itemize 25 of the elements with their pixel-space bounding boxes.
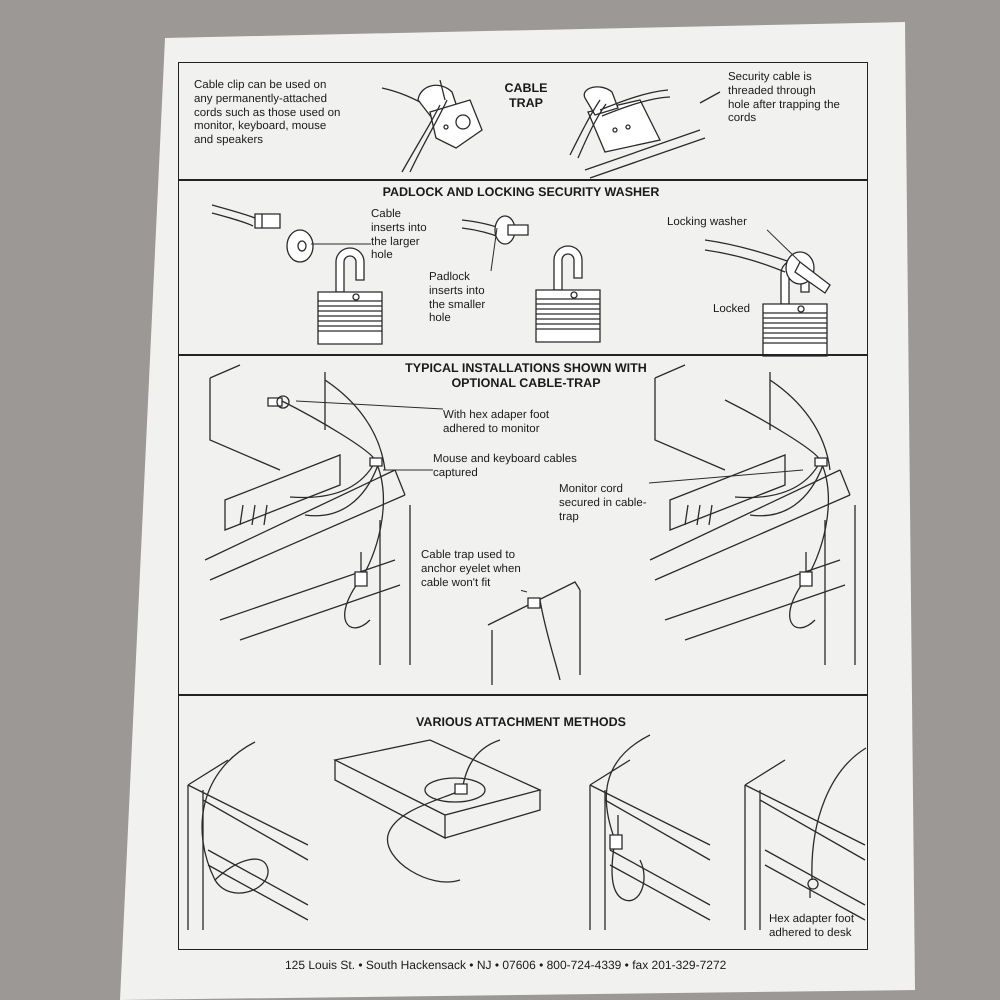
section-panel (178, 355, 868, 695)
footer-address: 125 Louis St. • South Hackensack • NJ • 07606 • 800-724-4339 • fax 201-329-7272 (285, 958, 726, 972)
callout-text: Monitor cord secured in cable-trap (559, 483, 649, 524)
instruction-text: Security cable is threaded through hole after trapping the cords (728, 71, 840, 126)
leader-line (520, 590, 528, 592)
section-panel (178, 62, 868, 180)
leader-line (296, 400, 444, 410)
callout-text: Cable inserts into the larger hole (371, 208, 433, 264)
callout-text: Padlock inserts into the smaller hole (429, 271, 491, 326)
section-heading: VARIOUS ATTACHMENT METHODS (415, 715, 627, 730)
leader-line (648, 470, 804, 484)
section-heading: CABLE TRAP (503, 81, 549, 111)
callout-text: With hex adaper foot adhered to monitor (443, 409, 593, 437)
callout-text: Cable trap used to anchor eyelet when cable won't fit (421, 549, 521, 590)
section-heading: PADLOCK AND LOCKING SECURITY WASHER (382, 185, 660, 200)
section-heading: TYPICAL INSTALLATIONS SHOWN WITH OPTIONAL CABLE-TRAP (404, 361, 648, 391)
section-panel (178, 180, 868, 355)
instruction-text: Locked (713, 303, 752, 317)
leader-line (490, 228, 498, 272)
leader-line (766, 229, 800, 262)
callout-text: Mouse and keyboard cables captured (433, 453, 583, 481)
instruction-text: Hex adapter foot adhered to desk (769, 913, 856, 941)
callout-text: Locking washer (667, 216, 767, 230)
section-panel (178, 695, 868, 950)
instruction-text: Cable clip can be used on any permanently-attached cords such as those used on monitor, keyboard, mouse and speakers (194, 79, 342, 148)
